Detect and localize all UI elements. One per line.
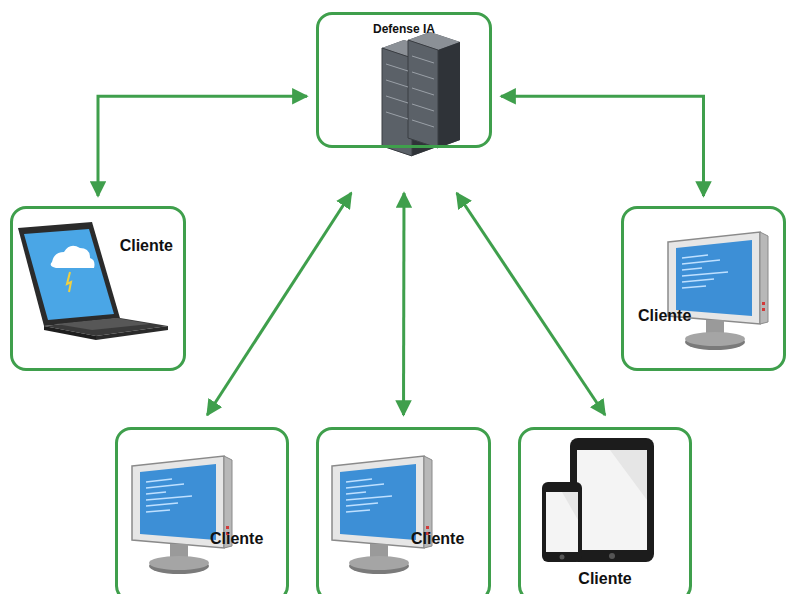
connector-arrow	[501, 96, 704, 196]
connector-arrow	[402, 193, 406, 415]
client-label: Cliente	[578, 570, 631, 588]
connector-arrow	[457, 193, 605, 415]
tablet-phone-icon	[542, 438, 654, 562]
client-label: Cliente	[120, 237, 173, 255]
client-box: Cliente	[316, 427, 491, 594]
server-box: Defense IA	[316, 12, 492, 148]
client-label: Cliente	[411, 530, 464, 548]
monitor-icon	[668, 232, 768, 350]
client-box: Cliente	[518, 427, 692, 594]
monitor-icon	[332, 456, 432, 574]
server-label: Defense IA	[373, 23, 435, 37]
connector-arrow	[98, 96, 307, 196]
monitor-icon	[132, 456, 232, 574]
server-icon	[382, 32, 460, 156]
connector-arrow	[207, 193, 351, 415]
client-box: Cliente	[115, 427, 289, 594]
client-box: Cliente	[10, 206, 186, 371]
client-label: Cliente	[638, 307, 691, 325]
client-box: Cliente	[621, 206, 786, 371]
client-label: Cliente	[210, 530, 263, 548]
